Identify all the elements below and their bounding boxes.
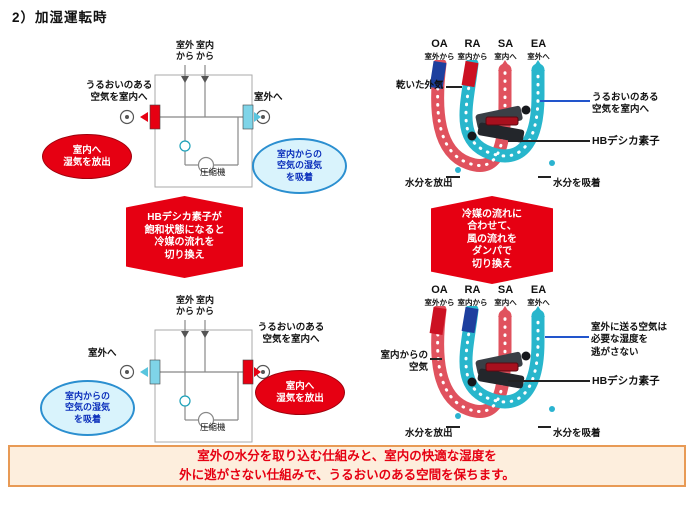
oa-entry-stub bbox=[429, 61, 447, 89]
refrigerant-circuit-diagram-top bbox=[119, 65, 271, 188]
ra-entry-stub bbox=[461, 60, 479, 88]
heat-exchanger-release-block bbox=[242, 359, 254, 385]
header-col-ra: RA 室内から bbox=[457, 38, 488, 61]
pipe-label-outdoor-bottom: 室外 から bbox=[175, 295, 194, 316]
callout-release-moisture-top: 室内へ 湿気を放出 bbox=[42, 134, 132, 179]
airflow-arrow-left-icon bbox=[140, 112, 148, 122]
pipe-arrow-down-icon bbox=[201, 331, 209, 338]
pointer-line bbox=[540, 100, 590, 102]
pointer-line bbox=[446, 86, 462, 88]
pipes bbox=[160, 320, 245, 421]
pipe-arrow-down-icon bbox=[181, 76, 189, 83]
hb-desiccant-element bbox=[467, 105, 531, 143]
header-col-ra: RA 室内から bbox=[457, 284, 488, 307]
unit-casing bbox=[154, 74, 253, 188]
label-absorb-water-bottom: 水分を吸着 bbox=[553, 428, 601, 439]
label-hb-desiccant-bottom: HBデシカ素子 bbox=[592, 375, 660, 387]
compressor-label-bottom: 圧縮機 bbox=[200, 422, 226, 432]
ea-arrow-up-icon bbox=[531, 306, 545, 317]
heat-exchanger-release-block bbox=[149, 104, 161, 130]
header-col-sa: SA 室内へ bbox=[494, 38, 517, 61]
ea-arrow-up-icon bbox=[531, 60, 545, 71]
header-col-ea: EA 室外へ bbox=[527, 38, 550, 61]
pointer-line bbox=[538, 426, 551, 428]
pipe-label-indoor-top: 室内 から bbox=[195, 40, 214, 61]
label-moist-air-to-indoor-bottom: うるおいのある 空気を室内へ bbox=[257, 322, 325, 346]
page-title: 2）加湿運転時 bbox=[12, 10, 108, 25]
pipe-label-indoor-bottom: 室内 から bbox=[195, 295, 214, 316]
pointer-line bbox=[508, 140, 590, 142]
label-hb-desiccant-top: HBデシカ素子 bbox=[592, 135, 660, 147]
compressor-icon bbox=[197, 411, 215, 429]
pointer-line bbox=[446, 426, 460, 428]
label-to-outdoor-bottom: 室外へ bbox=[88, 348, 117, 359]
header-col-oa: OA 室外から bbox=[424, 38, 455, 61]
water-drop-icon bbox=[549, 406, 555, 412]
pointer-line bbox=[545, 336, 589, 338]
expansion-valve-icon bbox=[179, 395, 191, 407]
label-to-outdoor-top: 室外へ bbox=[254, 92, 283, 103]
oa-entry-stub bbox=[429, 307, 447, 335]
header-col-sa: SA 室内へ bbox=[494, 284, 517, 307]
sa-arrow-up-icon bbox=[498, 60, 512, 71]
hb-desiccant-element bbox=[467, 351, 531, 389]
airflow-header-bottom: OA 室外から RA 室内から SA 室内へ EA 室外へ bbox=[423, 284, 555, 308]
pointer-line bbox=[508, 380, 590, 382]
compressor-label-top: 圧縮機 bbox=[200, 167, 226, 177]
compressor-icon bbox=[197, 156, 215, 174]
callout-absorb-moisture-bottom: 室内からの 空気の湿気 を吸着 bbox=[40, 380, 135, 436]
label-air-from-indoor: 室内からの 空気 bbox=[380, 350, 428, 374]
expansion-valve-icon bbox=[179, 140, 191, 152]
pipes bbox=[160, 65, 245, 166]
pointer-line bbox=[446, 176, 460, 178]
switch-arrow-refrigerant: HBデシカ素子が 飽和状態になると 冷媒の流れを 切り換え bbox=[126, 196, 243, 278]
refrigerant-circuit-diagram-bottom bbox=[119, 320, 271, 443]
label-release-water-bottom: 水分を放出 bbox=[405, 428, 453, 439]
water-drop-icon bbox=[455, 167, 461, 173]
pointer-line bbox=[430, 358, 442, 360]
callout-absorb-moisture-top: 室内からの 空気の湿気 を吸着 bbox=[252, 138, 347, 194]
pipe-label-outdoor-top: 室外 から bbox=[175, 40, 194, 61]
pointer-line bbox=[538, 176, 551, 178]
indoor-air-stream bbox=[459, 60, 545, 163]
label-release-water-top: 水分を放出 bbox=[405, 178, 453, 189]
label-keep-humidity: 室外に送る空気は 必要な湿度を 逃がさない bbox=[591, 322, 668, 358]
summary-box: 室外の水分を取り込む仕組みと、室内の快適な湿度を 外に逃がさない仕組みで、うるお… bbox=[8, 445, 686, 487]
ra-entry-stub bbox=[461, 306, 479, 334]
heat-exchanger-absorb-block bbox=[149, 359, 161, 385]
switch-arrow-damper: 冷媒の流れに 合わせて、 風の流れを ダンパで 切り換え bbox=[431, 196, 553, 284]
water-drop-icon bbox=[549, 160, 555, 166]
airflow-header-top: OA 室外から RA 室内から SA 室内へ EA 室外へ bbox=[423, 38, 555, 62]
pipe-arrow-down-icon bbox=[201, 76, 209, 83]
header-col-oa: OA 室外から bbox=[424, 284, 455, 307]
label-moist-air-to-indoor-top: うるおいのある 空気を室内へ bbox=[85, 80, 153, 104]
label-dry-outdoor-air: 乾いた外気 bbox=[396, 80, 444, 91]
heat-exchanger-absorb-block bbox=[242, 104, 254, 130]
label-moist-air-to-indoor-illustration: うるおいのある 空気を室内へ bbox=[592, 92, 659, 116]
pipe-arrow-down-icon bbox=[181, 331, 189, 338]
airflow-arrow-left-icon bbox=[140, 367, 148, 377]
callout-release-moisture-bottom: 室内へ 湿気を放出 bbox=[255, 370, 345, 415]
water-drop-icon bbox=[455, 413, 461, 419]
sa-arrow-up-icon bbox=[498, 306, 512, 317]
airflow-illustration-bottom bbox=[429, 306, 555, 419]
airflow-illustration-top bbox=[429, 60, 555, 173]
label-absorb-water-top: 水分を吸着 bbox=[553, 178, 601, 189]
header-col-ea: EA 室外へ bbox=[527, 284, 550, 307]
airflow-arrow-right-icon bbox=[254, 112, 261, 122]
airflow-arrow-right-icon bbox=[254, 367, 261, 377]
indoor-air-stream bbox=[459, 306, 545, 409]
